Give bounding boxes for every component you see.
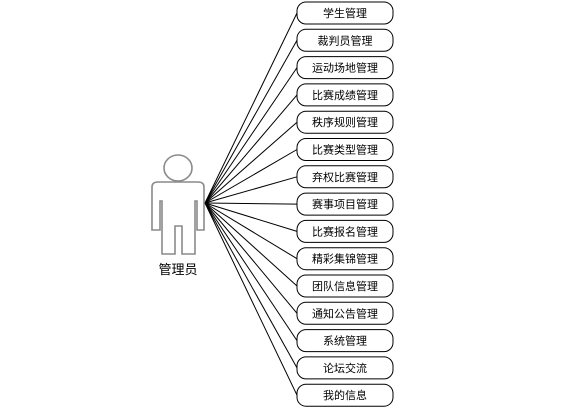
use-case: 学生管理 <box>296 1 394 25</box>
use-case-label: 精彩集锦管理 <box>312 252 378 266</box>
association-line <box>204 202 298 369</box>
use-case-box <box>296 83 394 107</box>
use-case: 论坛交流 <box>296 356 394 380</box>
use-case-box <box>296 165 394 189</box>
use-case: 系统管理 <box>296 329 394 353</box>
use-case-box <box>296 356 394 380</box>
use-case-label: 弃权比赛管理 <box>312 170 378 184</box>
actor-body <box>151 181 205 255</box>
actor-admin: 管理员 <box>151 154 205 278</box>
use-case-label: 比赛成绩管理 <box>312 88 378 102</box>
use-case-box <box>296 219 394 243</box>
association-line <box>204 202 298 260</box>
association-line <box>204 12 298 204</box>
use-case-box <box>296 1 394 25</box>
association-line <box>204 202 298 314</box>
association-line <box>204 202 298 341</box>
use-case-label: 裁判员管理 <box>318 33 373 47</box>
use-case-label: 运动场地管理 <box>312 61 378 75</box>
use-case: 比赛报名管理 <box>296 219 394 243</box>
use-case-box <box>296 301 394 325</box>
use-case-box <box>296 110 394 134</box>
use-case-label: 系统管理 <box>323 334 367 348</box>
use-case: 赛事项目管理 <box>296 192 394 216</box>
use-case: 运动场地管理 <box>296 56 394 80</box>
use-case-label: 论坛交流 <box>323 361 367 375</box>
use-case: 精彩集锦管理 <box>296 247 394 271</box>
association-line <box>204 121 298 204</box>
association-line <box>204 202 298 205</box>
use-case: 弃权比赛管理 <box>296 165 394 189</box>
association-line <box>204 202 298 232</box>
association-line <box>204 202 298 396</box>
association-line <box>204 67 298 204</box>
use-case: 秩序规则管理 <box>296 110 394 134</box>
use-case: 比赛成绩管理 <box>296 83 394 107</box>
use-case-box <box>296 247 394 271</box>
use-case: 裁判员管理 <box>296 28 394 52</box>
use-case-box <box>296 329 394 353</box>
association-line <box>204 149 298 204</box>
actor-head <box>163 154 193 182</box>
use-case-label: 通知公告管理 <box>312 306 378 320</box>
use-case: 我的信息 <box>296 383 394 407</box>
use-case-box <box>296 192 394 216</box>
use-case-label: 团队信息管理 <box>312 279 378 293</box>
use-case-box <box>296 138 394 161</box>
association-lines <box>204 12 298 396</box>
use-case-box <box>296 383 394 407</box>
use-case-label: 比赛类型管理 <box>312 143 378 157</box>
use-case-box <box>296 274 394 298</box>
use-case-label: 比赛报名管理 <box>312 224 378 238</box>
use-case-box <box>296 28 394 52</box>
use-case: 通知公告管理 <box>296 301 394 325</box>
association-line <box>204 40 298 204</box>
use-case-label: 赛事项目管理 <box>312 197 378 211</box>
association-line <box>204 94 298 204</box>
use-case-label: 学生管理 <box>323 6 367 20</box>
use-case-label: 我的信息 <box>323 388 367 402</box>
association-line <box>204 176 298 204</box>
use-case-list: 学生管理裁判员管理运动场地管理比赛成绩管理秩序规则管理比赛类型管理弃权比赛管理赛… <box>296 1 394 407</box>
use-case: 团队信息管理 <box>296 274 394 298</box>
use-case-box <box>296 56 394 80</box>
actor-label: 管理员 <box>158 263 197 278</box>
association-line <box>204 202 298 287</box>
use-case-label: 秩序规则管理 <box>312 115 378 129</box>
use-case: 比赛类型管理 <box>296 138 394 161</box>
